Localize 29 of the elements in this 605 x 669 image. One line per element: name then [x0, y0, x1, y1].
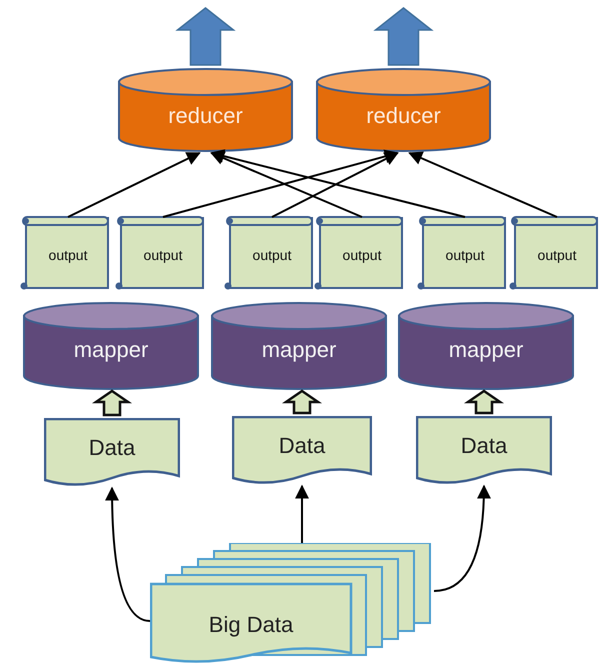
block-arrow	[92, 389, 132, 416]
arrow	[272, 152, 399, 218]
node-label: mapper	[448, 336, 524, 364]
arrow	[295, 484, 309, 543]
block-arrow	[175, 7, 236, 66]
arrow	[210, 149, 466, 218]
node-label: output	[142, 247, 184, 264]
node-label: mapper	[260, 336, 338, 364]
node-label: output	[444, 247, 486, 264]
node-label: output	[536, 247, 578, 264]
block-arrow	[464, 389, 504, 414]
arrow	[162, 150, 399, 218]
arrow	[105, 486, 150, 622]
node-label: Data	[88, 434, 136, 462]
node-label: Big Data	[208, 611, 294, 638]
arrow	[434, 484, 491, 592]
node-label: mapper	[72, 336, 150, 364]
node-label: output	[252, 247, 292, 264]
node-label: output	[48, 247, 88, 264]
arrow	[210, 152, 362, 218]
node-label: reducer	[365, 102, 442, 130]
block-arrow	[373, 7, 434, 66]
arrow	[408, 152, 558, 218]
node-label: output	[342, 247, 382, 264]
block-arrow	[282, 389, 322, 414]
node-label: Data	[278, 432, 326, 460]
node-label: Data	[460, 432, 508, 460]
node-label: reducer	[167, 102, 244, 130]
arrow	[68, 152, 201, 218]
